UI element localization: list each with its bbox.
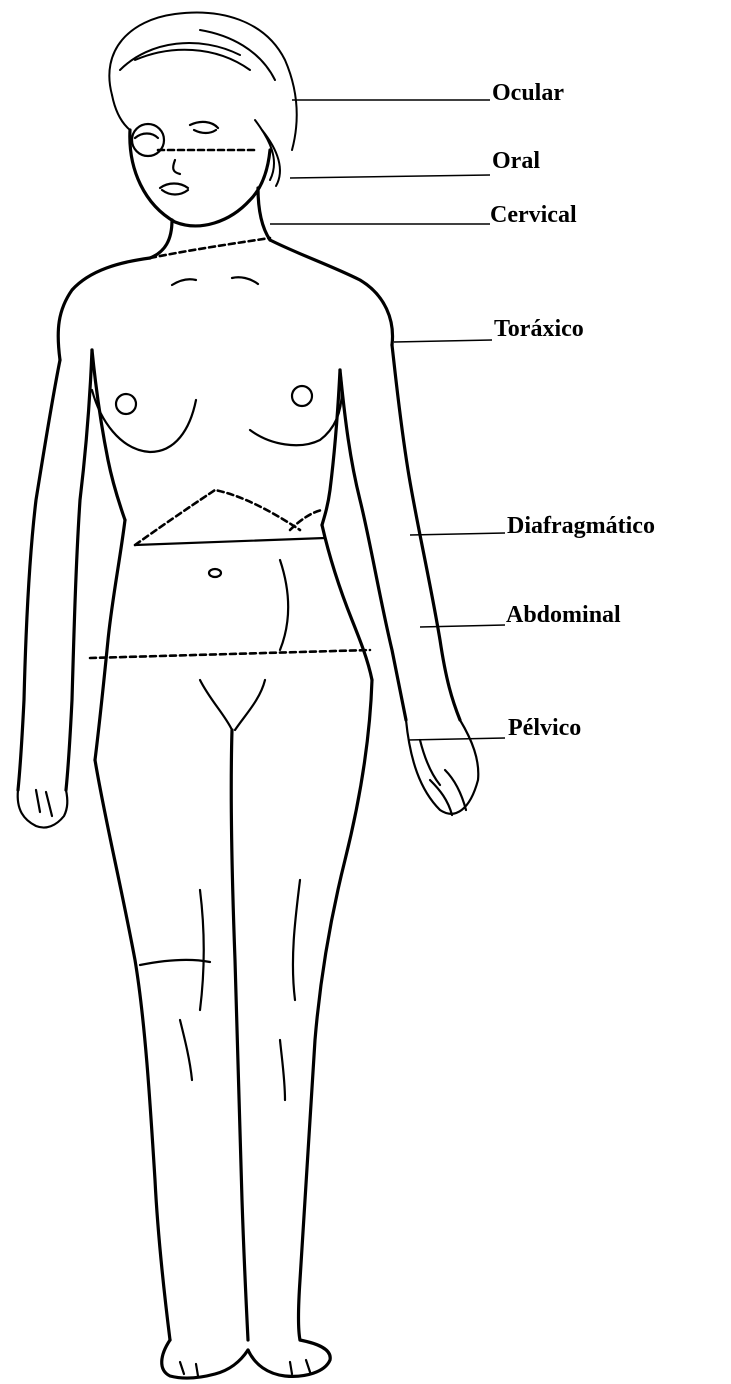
label-ocular: Ocular: [492, 80, 564, 106]
label-oral: Oral: [492, 148, 540, 174]
head: [109, 13, 296, 226]
label-diafragmatico: Diafragmático: [507, 513, 655, 539]
label-cervical: Cervical: [490, 202, 577, 228]
label-abdominal: Abdominal: [506, 602, 621, 628]
torso: [58, 240, 392, 760]
legs: [95, 680, 372, 1340]
leader-lines: [270, 100, 505, 740]
feet: [162, 1340, 330, 1378]
right-arm: [340, 345, 478, 815]
label-toraxico: Toráxico: [494, 316, 584, 342]
left-arm: [18, 350, 92, 828]
label-pelvico: Pélvico: [508, 715, 581, 741]
